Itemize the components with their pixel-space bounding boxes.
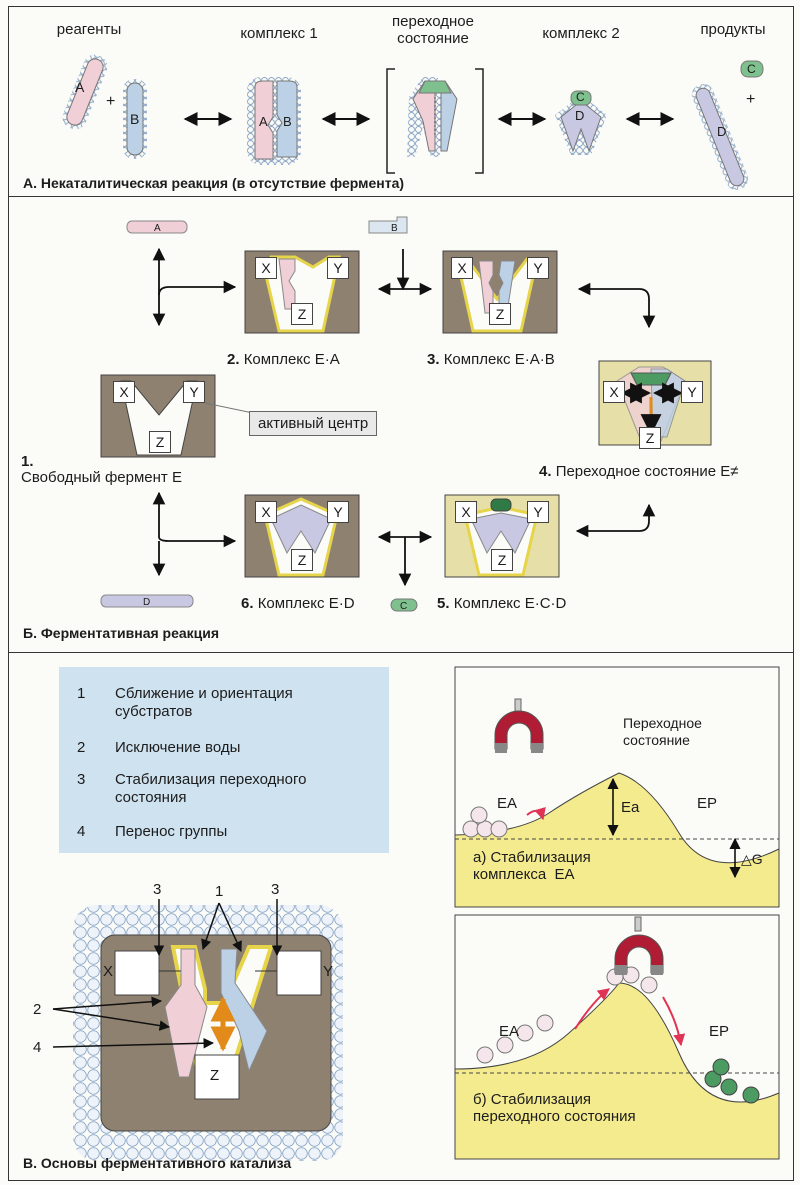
site-z: Z [291,303,313,325]
state6-label: 6. Комплекс E·D [241,595,355,612]
enzymatic-diagram [100,216,712,612]
plus-sign: + [106,93,116,110]
site-x: X [255,257,277,279]
panel-noncatalytic: реагенты комплекс 1 переходное состояние… [8,6,794,198]
site-y: Y [527,257,549,279]
free-substrate-a [126,220,188,234]
noncatalytic-diagram [62,54,764,191]
product-plus: + [746,91,756,108]
energy-top-ts: Переходное состояние [623,715,702,748]
free-d-letter: D [143,597,151,608]
state5-label: 5. Комплекс E·C·D [437,595,567,612]
energy-bottom-caption: б) Стабилизация переходного состояния [473,1091,636,1125]
energy-top-caption: а) Стабилизация комплекса EA [473,849,591,883]
label-reagents: реагенты [56,21,122,38]
site-y: Y [681,381,703,403]
free-c-letter: C [400,601,408,612]
complex1-letter-b: B [283,114,292,129]
label-complex2: комплекс 2 [542,25,620,42]
complex2-letter-d: D [575,108,585,123]
products [691,60,764,191]
complex-2 [555,90,607,155]
site-y: Y [183,381,205,403]
panel-enzymatic: A B D C X Y Z X Y Z X Y Z X Y Z X Y Z X … [8,196,794,654]
site-y: Y [327,257,349,279]
energy-top-dg: △G [741,851,763,867]
energy-diagram-bottom [454,914,780,1160]
site-y: Y [323,963,334,980]
letter-a: A [75,79,85,95]
free-b-letter: B [391,223,398,234]
state3-label: 3. Комплекс E·A·B [427,351,555,368]
state2-label: 2. Комплекс E·A [227,351,340,368]
complex2-letter-c: C [576,90,585,104]
molecule-a [62,54,108,130]
complex1-letter-a: A [259,114,268,129]
site-x: X [103,963,114,980]
free-product-c [390,598,418,612]
site-y: Y [527,501,549,523]
site-z: Z [210,1067,220,1084]
panel-b-title: Б. Ферментативная реакция [23,625,220,641]
site-x: X [603,381,625,403]
product-letter-d: D [717,124,727,139]
energy-top-activation: Ea [621,799,640,816]
free-substrate-b [368,216,408,234]
active-site-callout: активный центр [249,411,378,436]
molecule-b [123,79,147,159]
complex-1 [247,77,301,165]
site-z: Z [149,431,171,453]
site-x: X [451,257,473,279]
free-product-d [100,594,194,608]
energy-diagram-top [454,666,780,908]
site-z: Z [491,549,513,571]
free-a-letter: A [154,223,161,234]
callout-3-right: 3 [271,881,280,898]
label-products: продукты [700,21,766,38]
panel-c-title: В. Основы ферментативного катализа [23,1155,292,1171]
callout-4: 4 [33,1039,42,1056]
site-x: X [255,501,277,523]
label-complex1: комплекс 1 [240,25,318,42]
site-z: Z [291,549,313,571]
state1-number: 1. [21,453,34,470]
callout-1: 1 [215,883,224,900]
energy-bottom-ep: EP [709,1023,730,1040]
state1-label: Свободный фермент E [21,469,182,486]
energy-top-ea: EA [497,795,518,812]
site-y: Y [327,501,349,523]
site-z: Z [639,427,661,449]
catalysis-enzyme [73,905,343,1161]
callout-3-left: 3 [153,881,162,898]
label-transition: переходное состояние [392,13,474,47]
callout-2: 2 [33,1001,42,1018]
energy-bottom-ea: EA [499,1023,520,1040]
site-x: X [455,501,477,523]
state4-label: 4. Переходное состояние E≠ [539,463,739,480]
letter-b: B [130,111,140,127]
product-letter-c: C [747,62,756,76]
site-z: Z [489,303,511,325]
energy-top-ep: EP [697,795,718,812]
enzyme-complex-ea [244,250,360,334]
site-x: X [113,381,135,403]
catalysis-diagrams [52,666,780,1161]
transition-state [386,68,484,174]
panel-a-title: А. Некаталитическая реакция (в отсутстви… [23,175,405,191]
